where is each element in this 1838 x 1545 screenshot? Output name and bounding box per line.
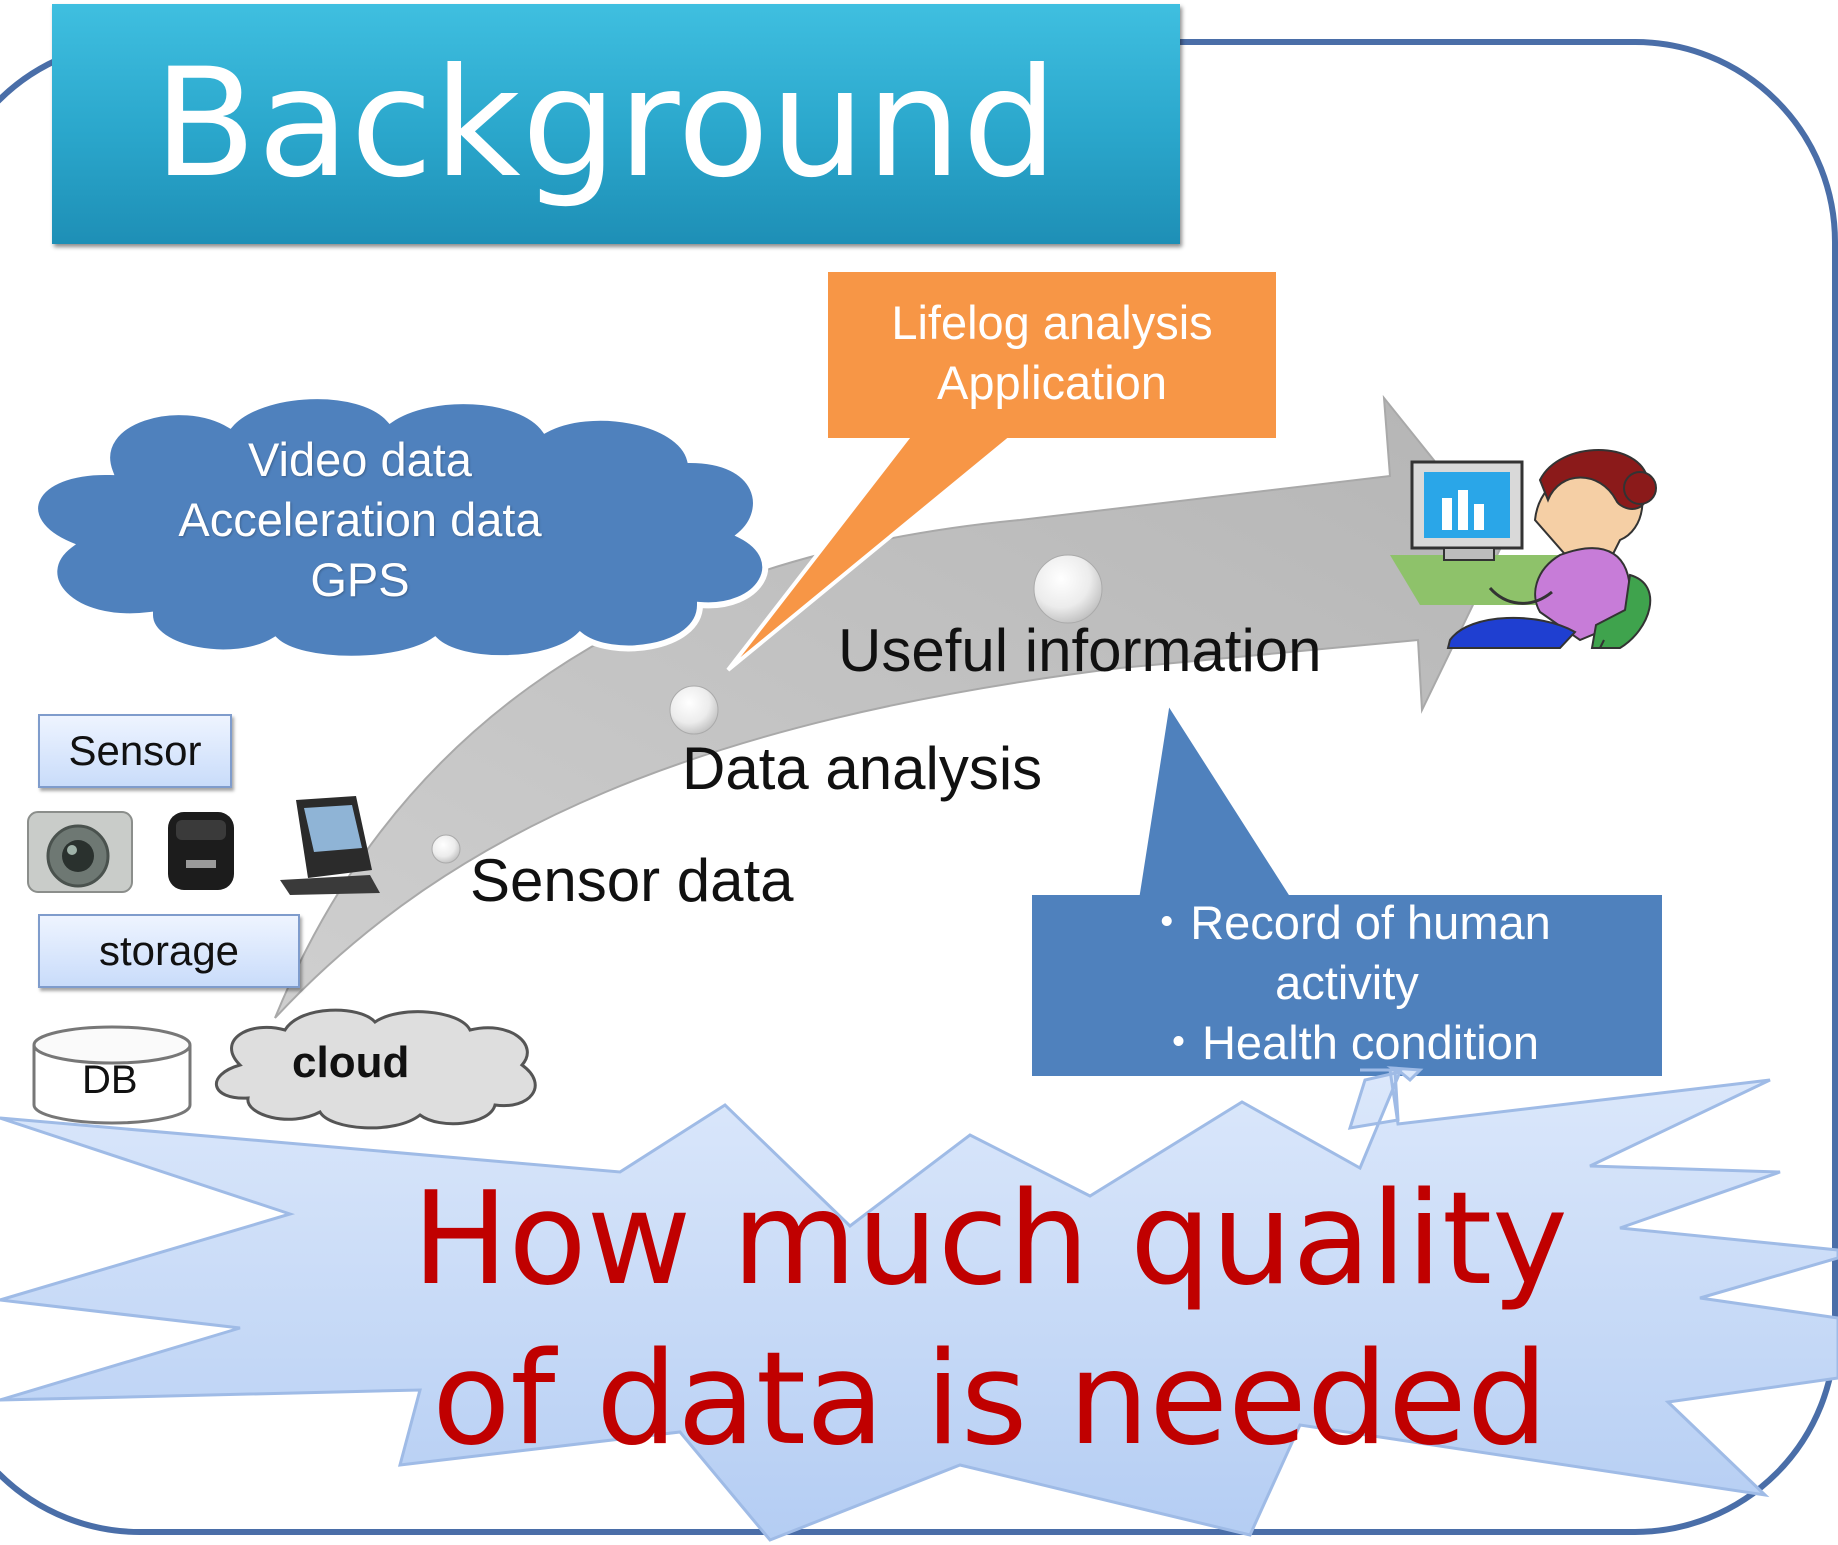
storage-label: storage [98, 927, 240, 974]
data-analysis-label: Data analysis [682, 735, 1043, 802]
data-cloud-text: Video data Acceleration data GPS [130, 430, 590, 610]
application-callout: Lifelog analysis Application [836, 288, 1268, 418]
question-starburst [0, 1066, 1838, 1542]
record-line-health: ・Health condition [1154, 1016, 1540, 1069]
sensor-device-icon [168, 812, 234, 890]
record-line-activity: activity [1275, 956, 1419, 1009]
question-line-1: How much quality [412, 1165, 1568, 1314]
title-banner: Background [52, 4, 1180, 244]
page-title: Background [153, 37, 1059, 211]
pda-icon [280, 796, 380, 895]
camera-icon [27, 811, 133, 893]
cloud-line-gps: GPS [310, 553, 410, 606]
records-callout-shape [1028, 696, 1666, 1080]
person-at-computer-icon [1390, 449, 1657, 649]
application-callout-shape [726, 268, 1280, 672]
milestone-dot-useful [1033, 554, 1103, 624]
callout-line-application: Application [937, 356, 1167, 409]
storage-cloud [215, 1008, 537, 1130]
useful-information-label: Useful information [838, 617, 1322, 684]
cloud-line-acceleration: Acceleration data [178, 493, 542, 546]
milestone-dot-analysis [669, 685, 719, 735]
sensor-label: Sensor [68, 727, 202, 774]
storage-label-box: storage [38, 914, 300, 988]
callout-line-lifelog: Lifelog analysis [891, 296, 1213, 349]
data-cloud [32, 393, 769, 662]
record-line-human: ・Record of human [1143, 896, 1551, 949]
records-callout: ・Record of human activity ・Health condit… [1034, 893, 1660, 1073]
db-label: DB [82, 1058, 138, 1102]
milestone-dot-sensor [431, 834, 461, 864]
db-cylinder-icon [32, 1025, 192, 1125]
question-text: How much quality of data is needed [330, 1160, 1650, 1480]
question-line-2: of data is needed [432, 1325, 1548, 1474]
cloud-label: cloud [292, 1038, 410, 1087]
sensor-label-box: Sensor [38, 714, 232, 788]
sensor-data-label: Sensor data [470, 847, 794, 914]
cloud-line-video: Video data [248, 433, 472, 486]
